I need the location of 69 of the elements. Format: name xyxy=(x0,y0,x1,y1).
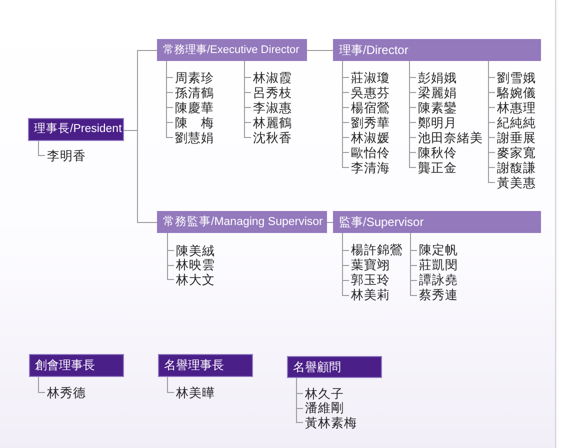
member-name: 呂秀枝 xyxy=(253,84,292,100)
member-name: 李淑惠 xyxy=(253,100,292,114)
role-box: 監事/Supervisor xyxy=(333,211,541,233)
member-name: 林映雲 xyxy=(176,257,215,272)
member-name: 林美曄 xyxy=(176,384,215,400)
member-name: 陳 梅 xyxy=(175,114,214,130)
member-name: 莊淑瓊 xyxy=(351,70,390,84)
connector-line xyxy=(306,50,334,51)
connector-line xyxy=(124,130,158,223)
member-name: 紀純純 xyxy=(497,114,536,130)
member-name: 陳秋伶 xyxy=(418,144,457,160)
connector-line xyxy=(167,232,174,280)
member-name: 麥家寬 xyxy=(497,144,536,160)
member-name: 林惠理 xyxy=(497,100,536,114)
member-name: 歐怡伶 xyxy=(351,144,390,160)
connector-line xyxy=(296,378,304,423)
role-box: 名譽顧問 xyxy=(287,356,382,378)
member-name: 梁麗娟 xyxy=(418,84,457,100)
member-name: 郭玉玲 xyxy=(351,272,390,287)
member-name: 劉秀華 xyxy=(351,114,390,130)
role-box: 理事長/President xyxy=(28,118,124,141)
member-name: 陳美絨 xyxy=(176,242,215,258)
member-name: 林淑霞 xyxy=(253,70,292,84)
member-name: 謝垂展 xyxy=(497,130,536,144)
member-name: 陳素鑾 xyxy=(418,100,457,114)
role-box: 創會理事長 xyxy=(29,354,124,377)
connector-line xyxy=(326,222,334,223)
member-name: 楊許錦鶯 xyxy=(351,242,403,257)
connector-line xyxy=(342,232,350,296)
role-box: 理事/Director xyxy=(333,39,541,61)
role-box: 常務理事/Executive Director xyxy=(157,39,307,61)
member-name: 林久子 xyxy=(305,386,344,400)
member-name: 譚詠堯 xyxy=(419,272,458,287)
connector-line xyxy=(38,376,46,393)
member-name: 葉寶翊 xyxy=(351,257,390,272)
connector-line xyxy=(410,232,418,296)
role-box: 常務監事/Managing Supervisor xyxy=(157,211,327,233)
member-name: 龔正金 xyxy=(418,160,457,174)
member-name: 劉雪娥 xyxy=(497,70,536,84)
member-name: 楊宿鶯 xyxy=(351,100,390,114)
member-name: 彭娟娥 xyxy=(418,70,457,84)
member-name: 莊凱閔 xyxy=(419,257,458,272)
member-name: 沈秋香 xyxy=(253,130,292,144)
member-name: 蔡秀連 xyxy=(419,287,458,302)
member-name: 孫清鶴 xyxy=(175,84,214,100)
connector-line xyxy=(167,376,174,393)
member-name: 駱婉儀 xyxy=(497,84,536,100)
member-name: 陳定帆 xyxy=(419,242,458,257)
member-name: 池田奈緒美 xyxy=(418,130,483,144)
member-name: 林麗鶴 xyxy=(253,114,292,130)
member-name: 林秀德 xyxy=(47,384,86,400)
member-name: 林淑媛 xyxy=(351,130,390,144)
role-box: 名譽理事長 xyxy=(158,354,253,377)
member-name: 黃美惠 xyxy=(497,174,536,190)
member-name: 黃林素梅 xyxy=(305,414,357,430)
connector-line xyxy=(166,60,174,138)
member-name: 李明香 xyxy=(47,148,86,162)
member-name: 謝馥謙 xyxy=(497,160,536,174)
member-name: 李清海 xyxy=(351,160,390,174)
member-name: 林美莉 xyxy=(351,287,390,302)
member-name: 鄭明月 xyxy=(418,114,457,130)
member-name: 陳慶華 xyxy=(175,100,214,114)
member-name: 劉慧娟 xyxy=(175,130,214,144)
member-name: 周素珍 xyxy=(175,70,214,84)
member-name: 吳惠芬 xyxy=(351,84,390,100)
connector-line xyxy=(38,140,46,156)
member-name: 潘維剛 xyxy=(305,400,344,415)
connector-line xyxy=(244,60,252,138)
member-name: 林大文 xyxy=(176,272,215,287)
